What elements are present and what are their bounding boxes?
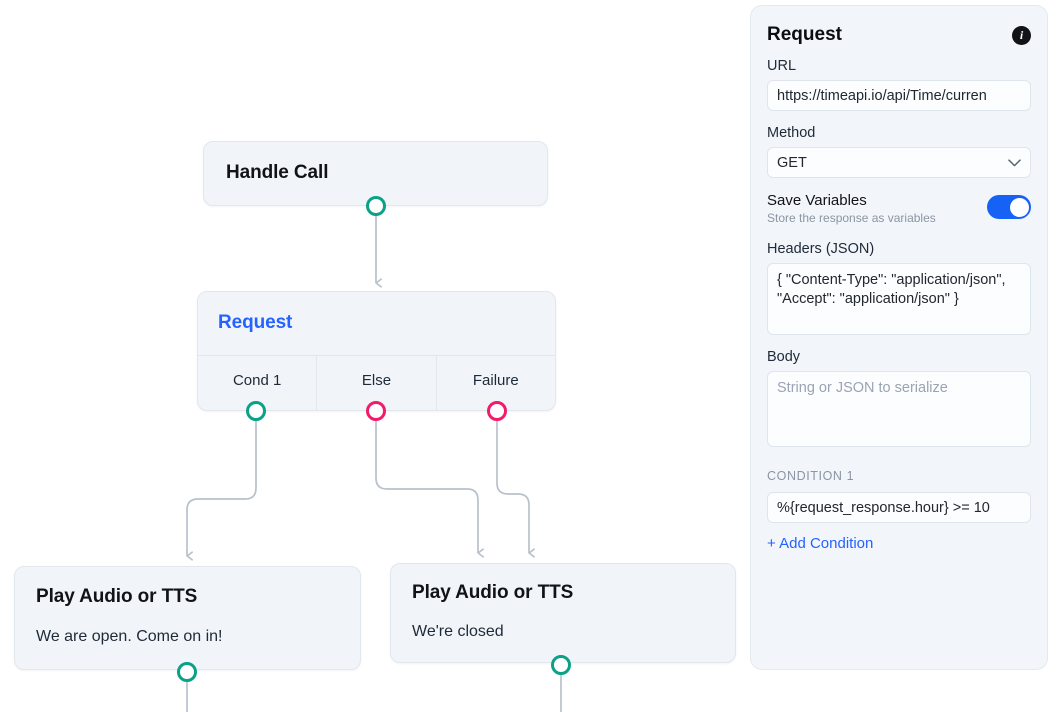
node-title: Play Audio or TTS [412, 582, 574, 603]
node-port-cond-1[interactable] [246, 401, 266, 421]
body-textarea[interactable]: String or JSON to serialize [767, 371, 1031, 447]
headers-field-group: Headers (JSON) { "Content-Type": "applic… [767, 241, 1031, 335]
node-title: Handle Call [226, 162, 329, 183]
condition-1-input[interactable]: %{request_response.hour} >= 10 [767, 492, 1031, 523]
node-port-play-audio-closed-output[interactable] [551, 655, 571, 675]
node-subtitle: We're closed [412, 623, 504, 640]
info-icon[interactable]: i [1012, 25, 1031, 45]
flow-node-request[interactable]: Request Cond 1 Else Failure [197, 291, 556, 411]
save-variables-description: Store the response as variables [767, 211, 936, 225]
node-header: Request [198, 292, 555, 355]
node-title: Request [218, 312, 293, 333]
flow-canvas[interactable]: Handle Call Request Cond 1 Else Failure [0, 0, 748, 712]
url-label: URL [767, 58, 797, 74]
headers-textarea[interactable]: { "Content-Type": "application/json", "A… [767, 263, 1031, 335]
condition-section-label: CONDITION 1 [767, 469, 855, 483]
node-port-label: Cond 1 [232, 372, 282, 389]
node-subtitle: We are open. Come on in! [36, 628, 223, 645]
panel-title: Request [767, 24, 842, 45]
node-port-row: Cond 1 Else Failure [198, 355, 555, 411]
flow-node-play-audio-closed[interactable]: Play Audio or TTS We're closed [390, 563, 736, 663]
body-label: Body [767, 349, 801, 365]
node-port-cell-cond-1[interactable]: Cond 1 [198, 356, 316, 411]
node-port-play-audio-open-output[interactable] [177, 662, 197, 682]
save-variables-row: Save Variables Store the response as var… [767, 192, 1031, 225]
headers-label: Headers (JSON) [767, 241, 875, 257]
node-port-cell-failure[interactable]: Failure [435, 356, 555, 411]
add-condition-button[interactable]: + Add Condition [767, 535, 874, 552]
url-input[interactable]: https://timeapi.io/api/Time/curren [767, 80, 1031, 111]
node-port-else[interactable] [366, 401, 386, 421]
toggle-knob [1009, 197, 1029, 217]
method-selected-value: GET [777, 154, 807, 171]
node-port-label: Else [361, 372, 392, 389]
node-port-cell-else[interactable]: Else [316, 356, 435, 411]
node-port-handle-call-output[interactable] [366, 196, 386, 216]
node-title: Play Audio or TTS [36, 586, 198, 607]
url-field-group: URL https://timeapi.io/api/Time/curren [767, 58, 1031, 111]
node-port-label: Failure [472, 372, 519, 389]
save-variables-text: Save Variables Store the response as var… [767, 192, 936, 225]
panel-header: Request i [767, 24, 1031, 46]
save-variables-label: Save Variables [767, 192, 867, 209]
node-port-failure[interactable] [487, 401, 507, 421]
flow-node-play-audio-open[interactable]: Play Audio or TTS We are open. Come on i… [14, 566, 361, 670]
chevron-down-icon [1008, 157, 1021, 169]
request-inspector-panel: Request i URL https://timeapi.io/api/Tim… [750, 5, 1048, 670]
method-select[interactable]: GET [767, 147, 1031, 178]
method-label: Method [767, 125, 816, 141]
body-field-group: Body String or JSON to serialize [767, 349, 1031, 447]
method-field-group: Method GET [767, 125, 1031, 178]
save-variables-toggle[interactable] [987, 195, 1031, 219]
